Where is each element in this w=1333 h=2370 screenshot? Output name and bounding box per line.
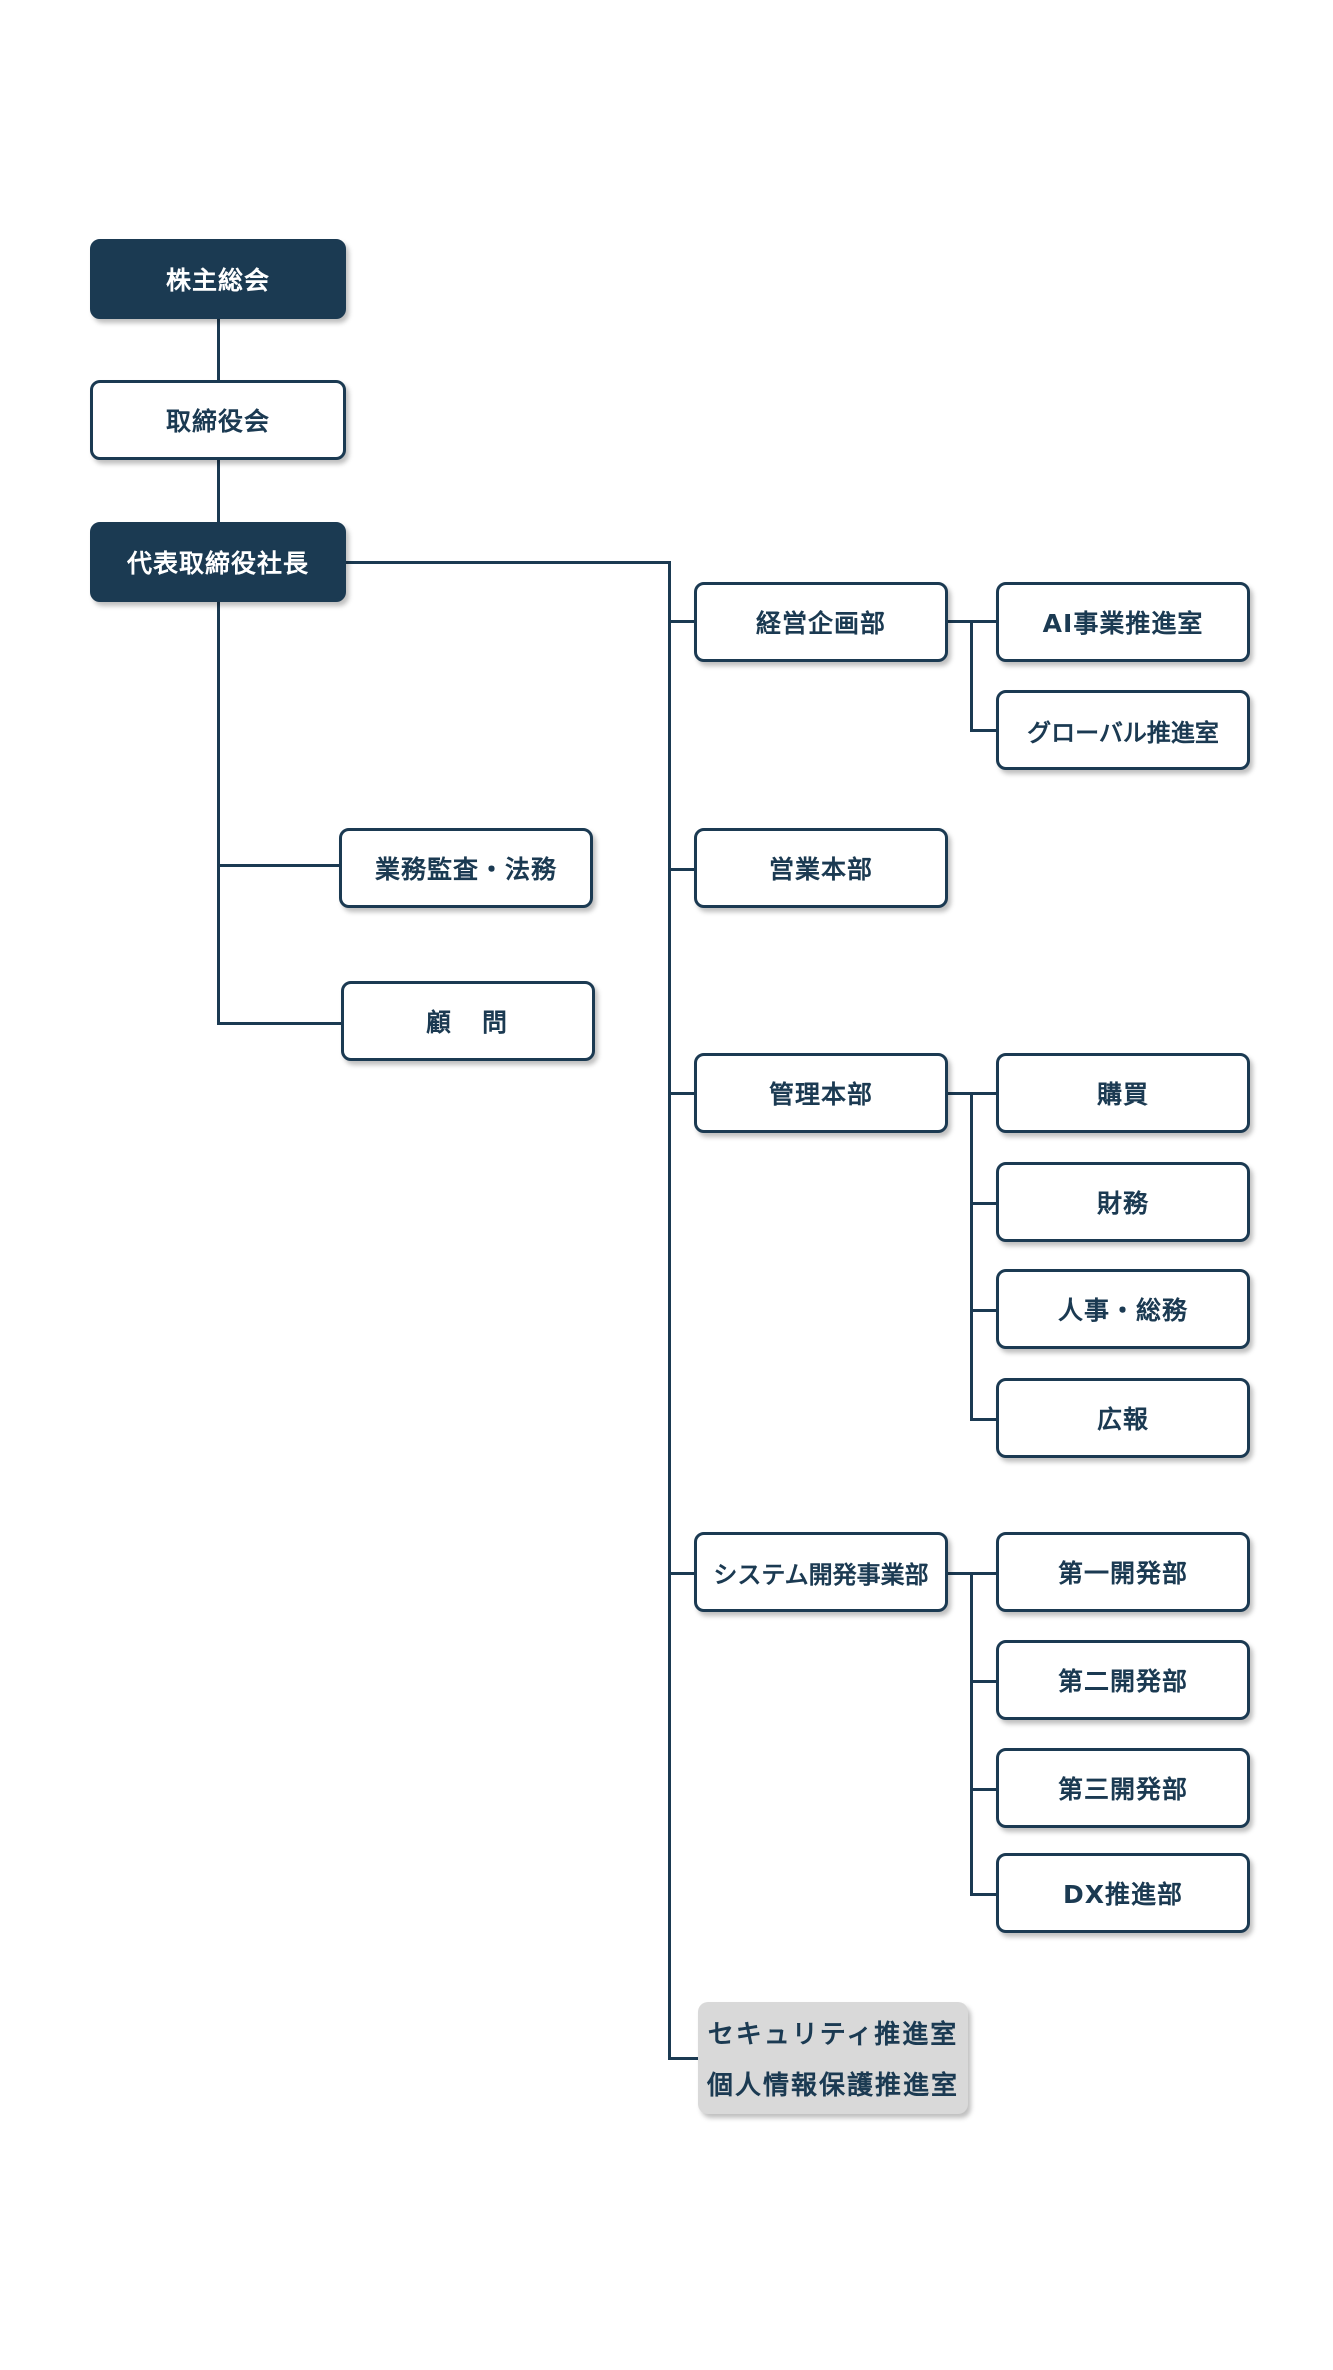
node-ai-office: AI事業推進室 [996,582,1250,662]
connector-trunk-planning [668,620,696,623]
connector-planning-ai [948,620,998,623]
privacy-office-label: 個人情報保護推進室 [706,2071,959,2101]
connector-president-staff [217,598,220,1025]
connector-admin-purchasing [948,1092,998,1095]
connector-sysdev-dx [970,1893,998,1896]
node-dev3: 第三開発部 [996,1748,1250,1828]
connector-planning-global [970,729,998,732]
node-pr: 広報 [996,1378,1250,1458]
node-security-privacy-group: セキュリティ推進室 個人情報保護推進室 [698,2002,968,2114]
node-dev2: 第二開発部 [996,1640,1250,1720]
connector-trunk-admin [668,1092,696,1095]
connector-shareholders-board [217,318,220,384]
node-system-dev: システム開発事業部 [694,1532,948,1612]
node-purchasing: 購買 [996,1053,1250,1133]
connector-planning-sub-trunk [970,620,973,732]
connector-staff-audit [217,864,340,867]
connector-admin-pr [970,1418,998,1421]
connector-main-trunk [668,561,671,2060]
connector-board-president [217,458,220,524]
connector-sysdev-dev3 [970,1788,998,1791]
connector-sysdev-dev2 [970,1680,998,1683]
connector-sysdev-dev1 [948,1572,998,1575]
connector-admin-sub-trunk [970,1092,973,1421]
connector-staff-advisor [217,1022,343,1025]
node-board: 取締役会 [90,380,346,460]
node-president: 代表取締役社長 [90,522,346,602]
node-sales: 営業本部 [694,828,948,908]
security-office-label: セキュリティ推進室 [707,2020,959,2050]
node-administration: 管理本部 [694,1053,948,1133]
node-dev1: 第一開発部 [996,1532,1250,1612]
node-global-office: グローバル推進室 [996,690,1250,770]
node-dx: DX推進部 [996,1853,1250,1933]
node-audit-legal: 業務監査・法務 [339,828,593,908]
connector-trunk-security [668,2057,698,2060]
node-finance: 財務 [996,1162,1250,1242]
node-advisor: 顧 問 [341,981,595,1061]
connector-admin-finance [970,1202,998,1205]
node-hr-general: 人事・総務 [996,1269,1250,1349]
connector-admin-hr [970,1309,998,1312]
connector-president-main [345,561,671,564]
connector-trunk-sysdev [668,1572,696,1575]
connector-trunk-sales [668,868,696,871]
node-shareholders: 株主総会 [90,239,346,319]
connector-sysdev-sub-trunk [970,1572,973,1896]
node-corporate-planning: 経営企画部 [694,582,948,662]
